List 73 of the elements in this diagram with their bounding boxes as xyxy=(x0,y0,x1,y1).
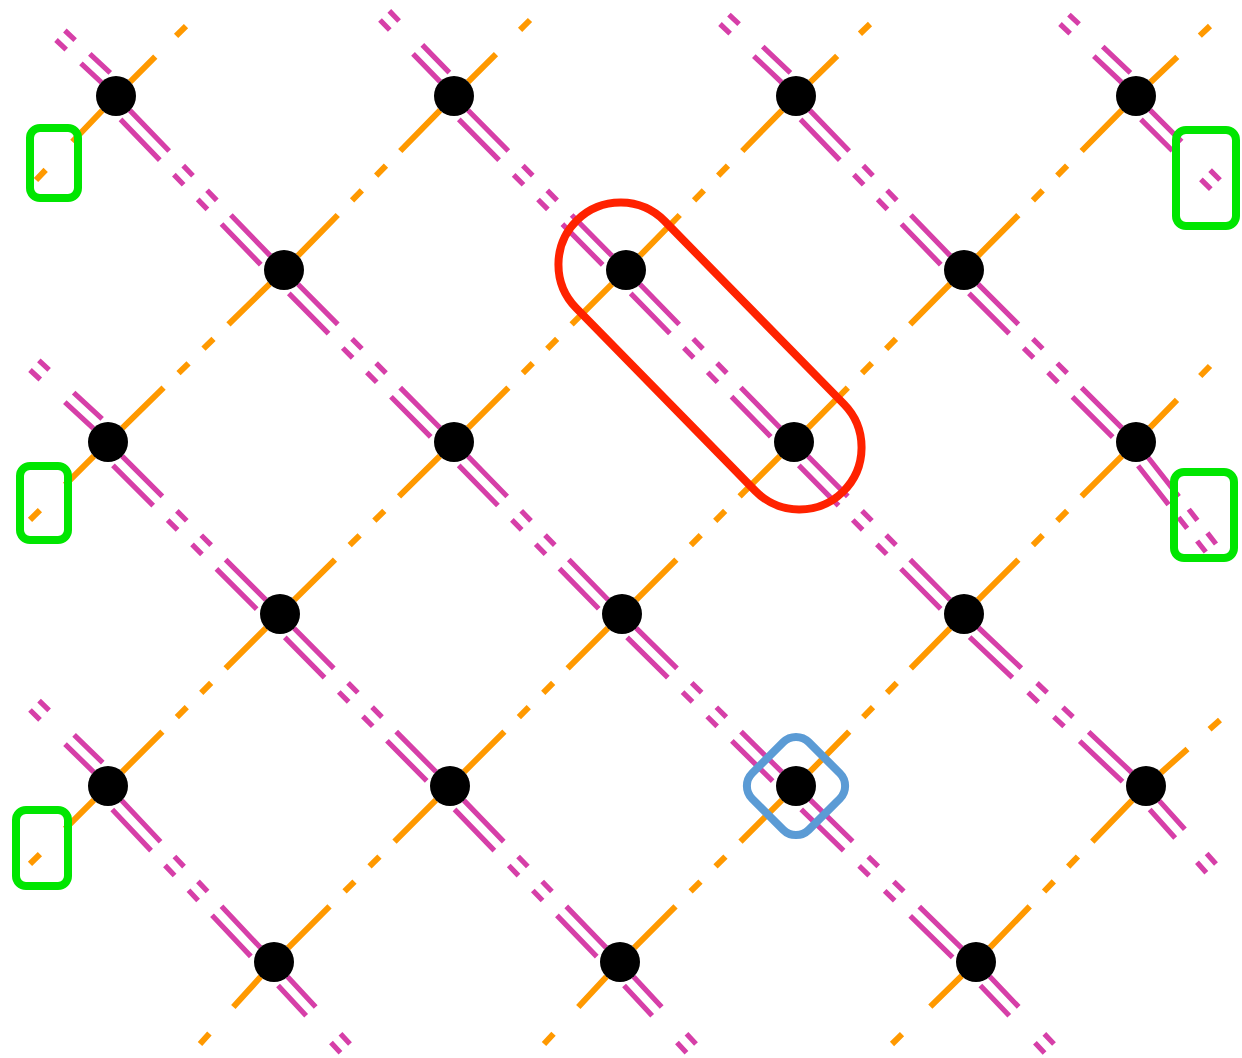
node-dot xyxy=(600,942,640,982)
double-line xyxy=(796,453,953,612)
double-line xyxy=(282,625,439,784)
dash-dot-line xyxy=(120,626,268,774)
double-line xyxy=(966,281,1125,440)
dash-dot-line xyxy=(27,454,96,523)
dash-dot-line xyxy=(120,281,272,431)
double-line xyxy=(117,107,273,268)
node-dot xyxy=(776,766,816,806)
double-line xyxy=(717,11,793,85)
double-line xyxy=(377,8,452,85)
node-dot xyxy=(434,76,474,116)
node-dot xyxy=(606,250,646,290)
dash-dot-line xyxy=(286,798,438,950)
dash-dot-line xyxy=(33,108,105,183)
dash-dot-line xyxy=(632,798,784,950)
node-dot xyxy=(260,594,300,634)
dash-dot-line xyxy=(1158,717,1222,775)
double-line xyxy=(967,625,1135,785)
double-line xyxy=(1147,798,1219,876)
double-line xyxy=(286,281,443,440)
node-dot xyxy=(264,250,304,290)
double-line xyxy=(109,797,263,959)
node-dot xyxy=(602,594,642,634)
node-dot xyxy=(254,942,294,982)
dash-dot-line xyxy=(128,23,189,84)
double-line xyxy=(110,453,269,612)
dash-dot-line xyxy=(634,454,782,602)
double-line xyxy=(456,453,611,612)
dash-dot-line xyxy=(197,974,263,1046)
double-line xyxy=(451,797,609,960)
node-dot xyxy=(430,766,470,806)
double-line xyxy=(27,698,106,775)
double-line xyxy=(53,27,113,85)
node-dot xyxy=(88,766,128,806)
dash-dot-line xyxy=(27,798,96,867)
dash-dot-line xyxy=(1148,23,1213,85)
node-dot xyxy=(88,422,128,462)
double-line xyxy=(621,974,699,1056)
dash-dot-line xyxy=(292,453,442,603)
dash-dot-line xyxy=(295,108,443,258)
dash-dot-line xyxy=(541,974,609,1047)
double-line xyxy=(1135,455,1219,555)
double-line xyxy=(275,974,353,1056)
dash-dot-line xyxy=(975,108,1125,258)
node-dot xyxy=(944,594,984,634)
dash-dot-line xyxy=(976,454,1124,602)
dash-dot-line xyxy=(466,17,533,84)
dash-dot-line xyxy=(987,798,1135,950)
double-line xyxy=(798,797,965,960)
double-line xyxy=(624,625,785,784)
node-dot xyxy=(1116,422,1156,462)
node-dot xyxy=(956,942,996,982)
dash-dot-line xyxy=(1147,363,1213,430)
double-line xyxy=(456,107,615,268)
dash-dot-line xyxy=(805,282,953,430)
node-dot xyxy=(96,76,136,116)
double-line xyxy=(1057,11,1133,85)
dash-dot-line xyxy=(637,108,785,258)
double-line xyxy=(27,357,105,432)
double-line xyxy=(628,281,783,440)
node-dot xyxy=(1126,766,1166,806)
dash-dot-line xyxy=(807,626,953,774)
dash-dot-line xyxy=(889,973,964,1047)
dash-dot-line xyxy=(462,626,610,774)
node-dot xyxy=(434,422,474,462)
node-dot xyxy=(944,250,984,290)
node-dot xyxy=(776,76,816,116)
node-dot xyxy=(774,422,814,462)
double-line xyxy=(797,107,953,268)
dash-dot-line xyxy=(808,21,873,85)
dash-dot-line xyxy=(466,282,614,430)
node-dot xyxy=(1116,76,1156,116)
